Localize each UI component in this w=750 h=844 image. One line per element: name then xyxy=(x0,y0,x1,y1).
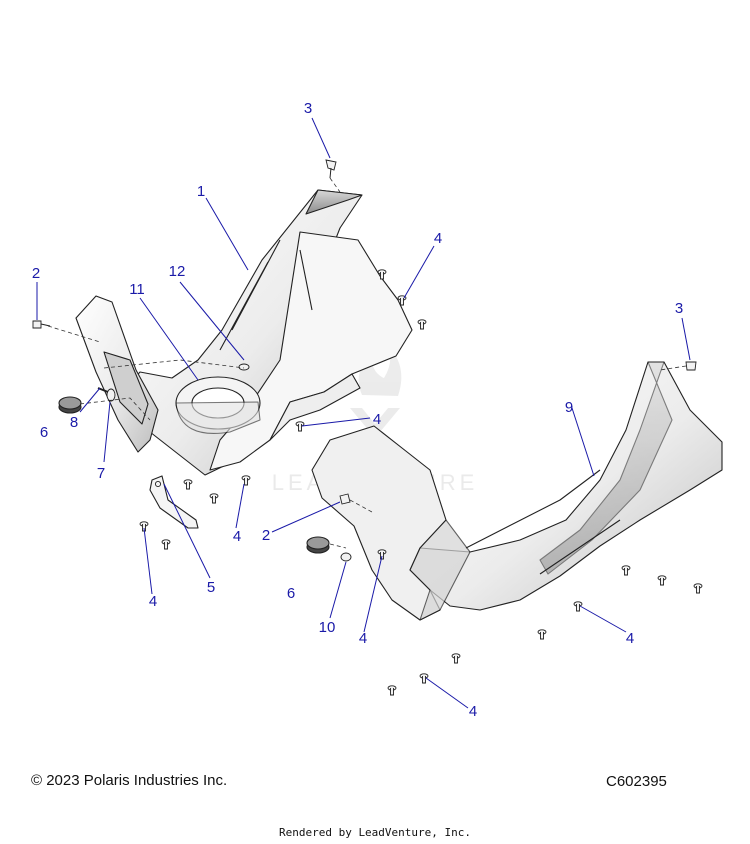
callout-11: 11 xyxy=(129,281,145,298)
part-7-washer xyxy=(106,388,116,402)
part-2-screw-left xyxy=(32,320,51,329)
callout-9: 9 xyxy=(565,399,573,416)
callout-4: 4 xyxy=(626,630,634,647)
callout-6: 6 xyxy=(287,585,295,602)
part-6-rubber-bumper-left xyxy=(58,396,82,414)
callout-1: 1 xyxy=(197,183,205,200)
callout-4: 4 xyxy=(469,703,477,720)
part-10-nut xyxy=(340,552,352,562)
callout-4: 4 xyxy=(233,528,241,545)
callout-4: 4 xyxy=(373,411,381,428)
callout-5: 5 xyxy=(207,579,215,596)
callout-8: 8 xyxy=(70,414,78,431)
part-6-rubber-bumper-right xyxy=(306,536,330,554)
callout-4: 4 xyxy=(359,630,367,647)
callout-3: 3 xyxy=(675,300,683,317)
assembly-lines xyxy=(47,177,687,549)
callout-12: 12 xyxy=(169,263,186,280)
callout-2: 2 xyxy=(32,265,40,282)
figure-id: C602395 xyxy=(606,773,667,790)
copyright-notice: © 2023 Polaris Industries Inc. xyxy=(31,772,228,789)
v-emblem-icon xyxy=(350,408,400,438)
callout-7: 7 xyxy=(97,465,105,482)
callout-10: 10 xyxy=(319,619,336,636)
leader-lines xyxy=(36,117,691,709)
part-12-clip xyxy=(238,363,250,371)
callout-labels: 3 1 4 2 12 11 3 9 4 6 8 7 2 4 5 6 4 10 4… xyxy=(32,100,683,720)
callout-3: 3 xyxy=(304,100,312,117)
part-3-screw-top xyxy=(325,159,337,179)
part-3-screw-right xyxy=(685,361,697,371)
render-credit: Rendered by LeadVenture, Inc. xyxy=(278,826,472,839)
callout-2: 2 xyxy=(262,527,270,544)
part-9-front-skid xyxy=(311,361,723,621)
callout-4: 4 xyxy=(149,593,157,610)
callout-6: 6 xyxy=(40,424,48,441)
part-1-skid-plate xyxy=(121,189,413,476)
part-2-screw-right xyxy=(339,493,351,505)
callout-4: 4 xyxy=(434,230,442,247)
